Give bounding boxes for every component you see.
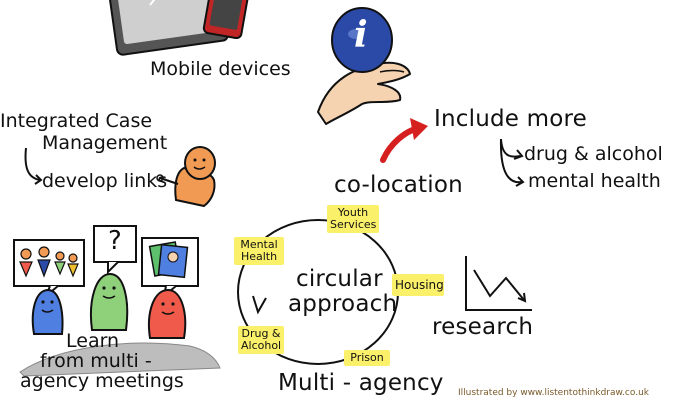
note-drug-line2: Alcohol xyxy=(241,339,282,352)
person-blue-icon xyxy=(31,288,64,335)
question-speech-bubble xyxy=(93,225,137,275)
research-chart-icon xyxy=(465,256,532,311)
note-mental-health: Mental Health xyxy=(234,237,284,265)
develop-links-label: develop links xyxy=(42,170,168,192)
integrated-case-label-line2: Management xyxy=(42,132,168,154)
include-more-label: Include more xyxy=(434,106,588,132)
family-speech-bubble xyxy=(13,239,85,297)
drug-alcohol-label: drug & alcohol xyxy=(524,143,663,165)
note-prison: Prison xyxy=(344,350,390,366)
red-arrow-icon xyxy=(380,118,428,163)
arrow-drug-alcohol xyxy=(500,138,521,158)
meeting-table xyxy=(19,342,221,377)
arrow-develop-links xyxy=(24,147,41,181)
mobile-devices-label: Mobile devices xyxy=(150,58,291,80)
person-green-icon xyxy=(90,272,129,331)
learn-label-line1: Learn xyxy=(66,330,120,352)
info-hand-icon xyxy=(317,7,411,125)
photos-speech-bubble xyxy=(141,237,199,299)
note-youth-line2: Services xyxy=(330,218,377,231)
phone-icon xyxy=(202,0,251,40)
note-prison-text: Prison xyxy=(350,351,384,364)
integrated-case-label-line1: Integrated Case xyxy=(0,110,153,132)
circular-label-line2: approach xyxy=(288,291,398,317)
learn-label-line2: from multi - xyxy=(40,350,152,372)
co-location-label: co-location xyxy=(334,172,463,198)
question-mark-icon: ? xyxy=(108,226,122,256)
note-youth-services: Youth Services xyxy=(327,205,379,233)
mental-health-label: mental health xyxy=(528,170,661,192)
note-youth-line1: Youth xyxy=(337,206,369,219)
multi-agency-label: Multi - agency xyxy=(278,370,444,396)
note-housing: Housing xyxy=(392,274,444,296)
note-mental-line2: Health xyxy=(240,250,278,263)
note-housing-text: Housing xyxy=(395,278,444,292)
note-drug-alcohol: Drug & Alcohol xyxy=(238,326,284,354)
person-orange-icon xyxy=(156,146,216,208)
circular-label-line1: circular xyxy=(296,266,383,292)
research-label: research xyxy=(432,314,534,340)
arrow-mental-health xyxy=(499,138,523,184)
illustration-credit[interactable]: Illustrated by www.listentothinkdraw.co.… xyxy=(458,388,649,398)
learn-label-line3: agency meetings xyxy=(20,370,184,392)
info-icon: i xyxy=(354,14,368,56)
person-red-icon xyxy=(148,288,187,339)
tablet-icon xyxy=(106,0,229,56)
note-drug-line1: Drug & xyxy=(241,327,281,340)
note-mental-line1: Mental xyxy=(240,238,278,251)
